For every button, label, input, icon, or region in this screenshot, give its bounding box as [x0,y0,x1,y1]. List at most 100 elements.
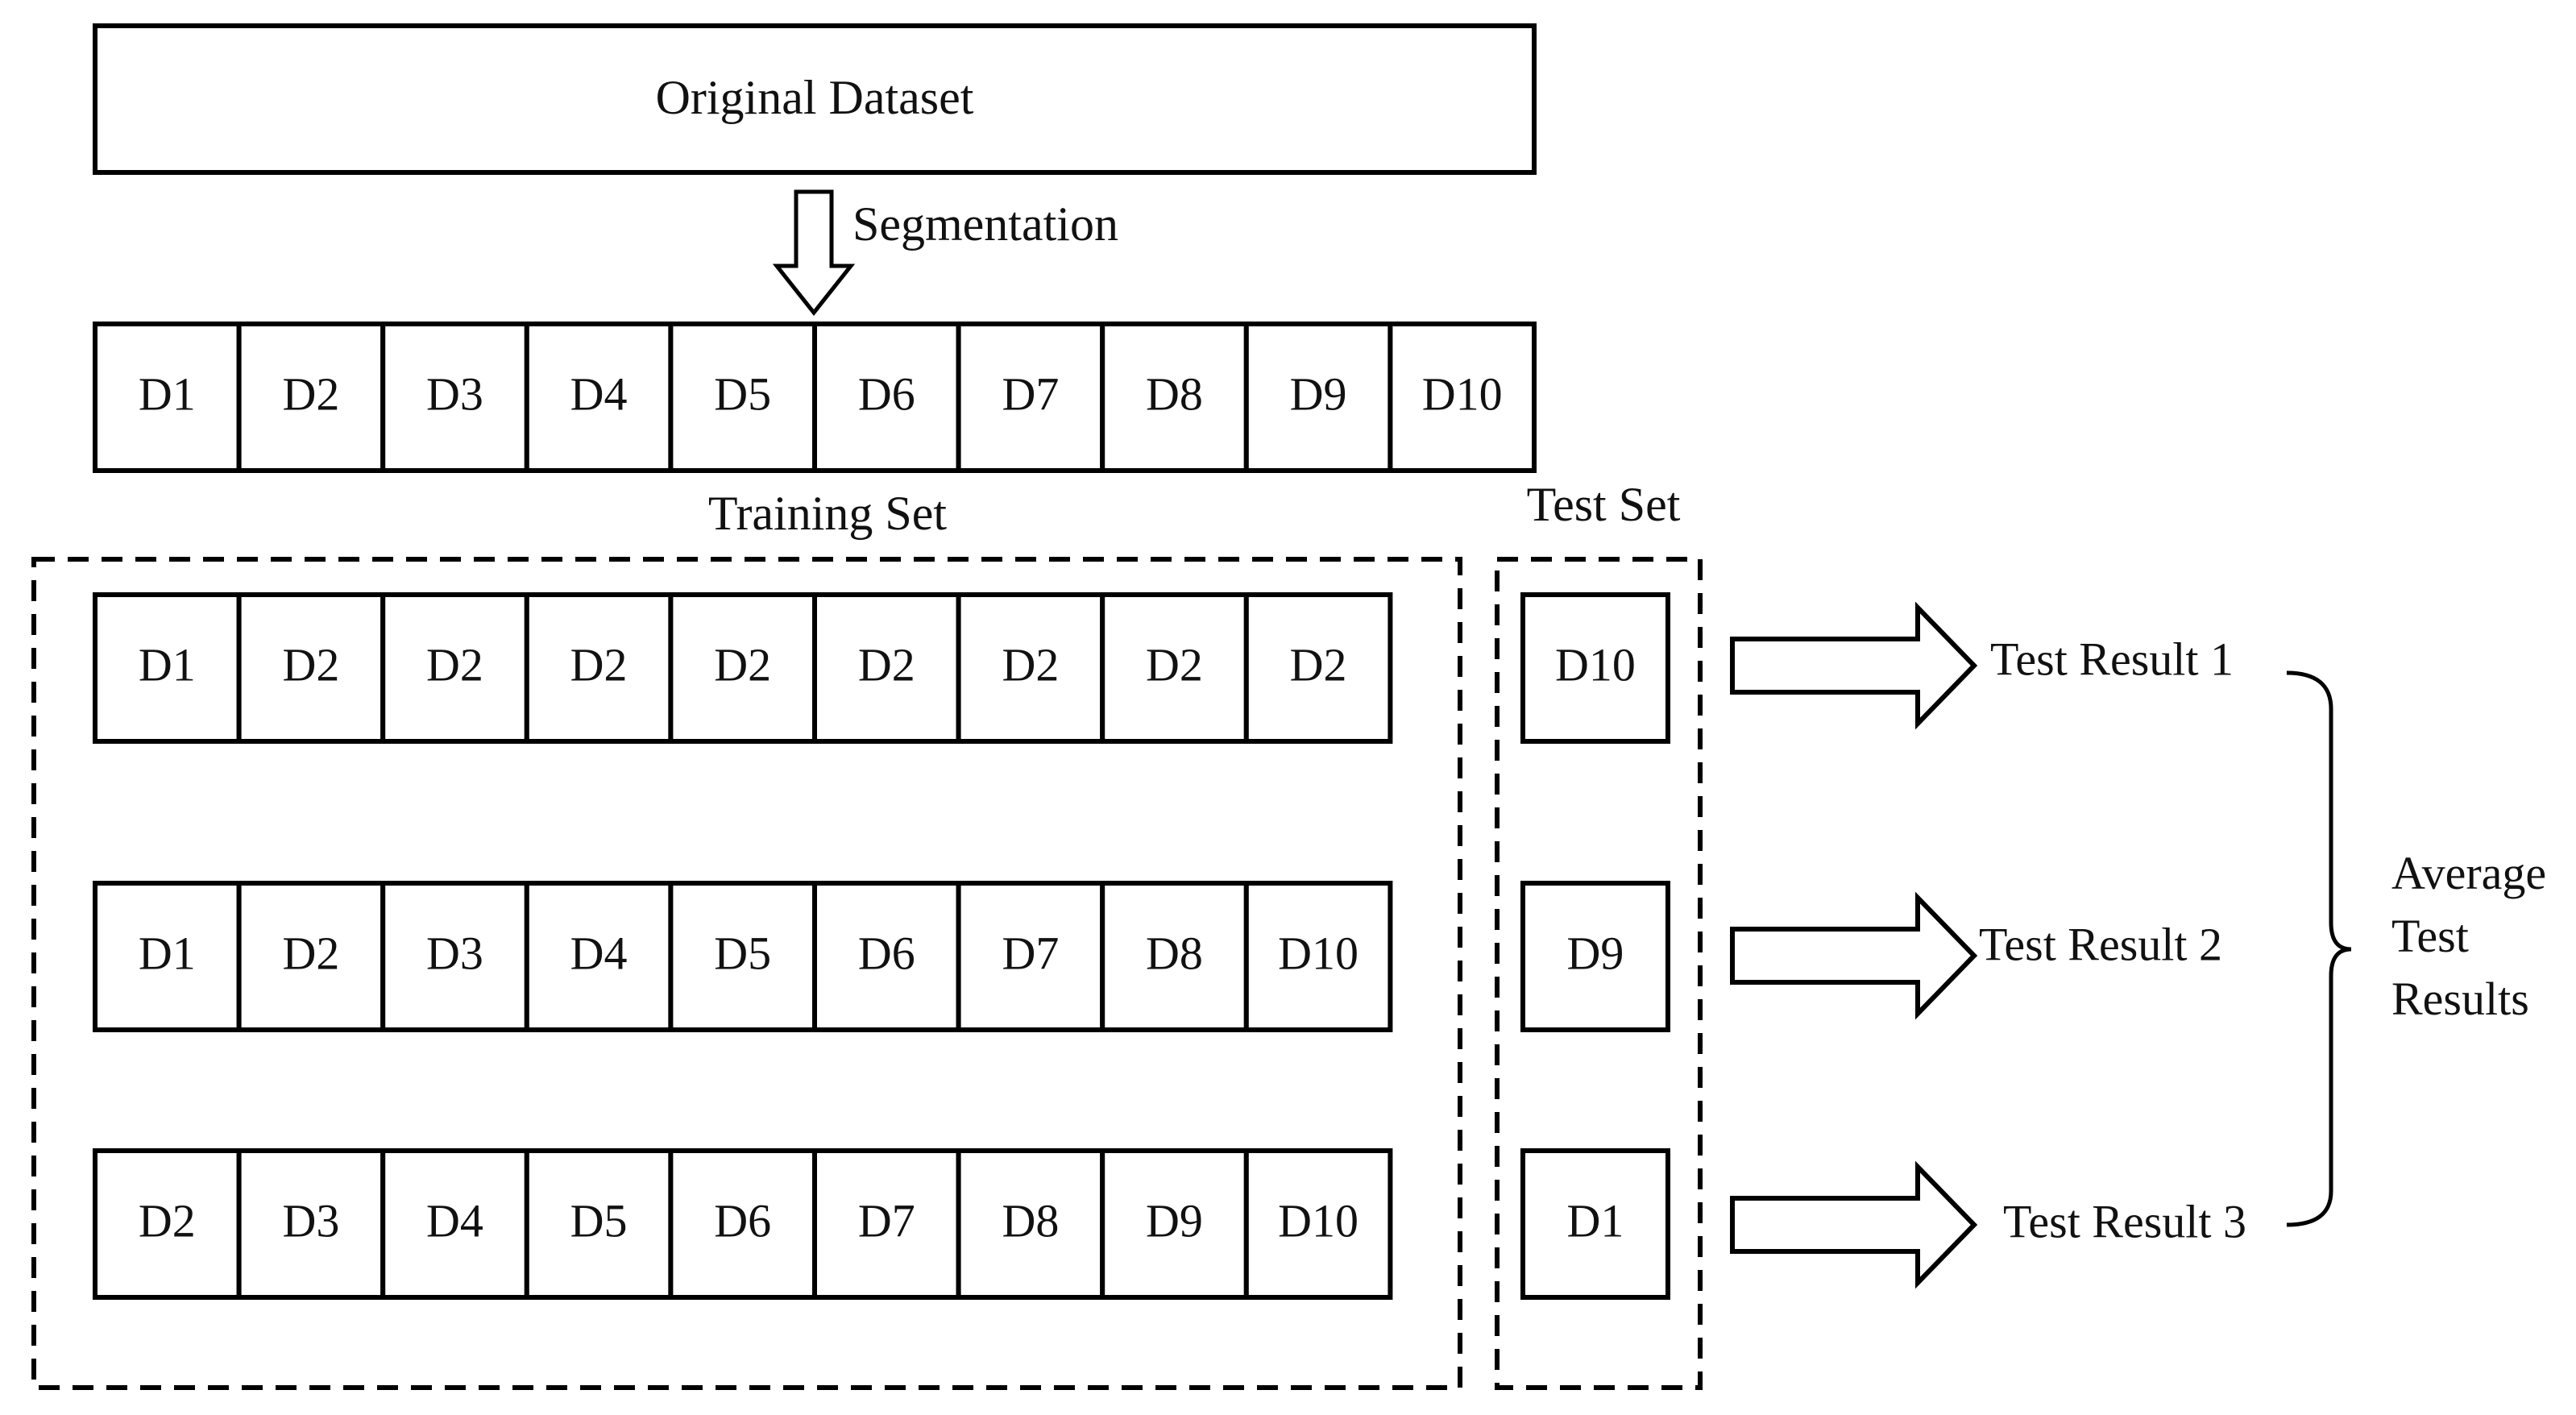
segment-9: D9 [1243,322,1393,473]
training-set-region [31,557,1462,1390]
training-row-3-cell-7-label: D8 [1002,1194,1059,1247]
training-row-1-cell-8: D2 [1100,592,1249,744]
training-row-2-cell-2-label: D2 [282,927,339,979]
training-row-1-cell-2: D2 [236,592,386,744]
training-row-3-cell-7: D8 [956,1148,1105,1300]
test-result-2-label: Test Result 2 [1979,918,2222,970]
segment-7-box [956,322,1105,473]
segment-4-box [524,322,674,473]
training-row-1-cell-6-label: D2 [858,638,915,691]
segment-2-label: D2 [282,367,339,420]
test-set-item-3-label: D1 [1567,1194,1624,1247]
training-row-1-cell-8-box [1100,592,1249,744]
test-result-3-label: Test Result 3 [2003,1195,2246,1247]
training-row-1-cell-9-box [1243,592,1393,744]
training-row-2-cell-3-label: D3 [426,927,483,979]
training-row-1-cell-4-box [524,592,674,744]
training-row-3-cell-6-label: D7 [858,1194,915,1247]
result-arrows [1730,601,1978,1289]
training-row-3-cell-8-box [1100,1148,1249,1300]
training-row-1-cell-3-label: D2 [426,638,483,691]
segment-1-label: D1 [139,367,196,420]
training-row-1-cell-6-box [812,592,961,744]
segment-5: D5 [668,322,818,473]
original-dataset-box: Original Dataset [93,23,1537,175]
training-row-3-cell-1-box [93,1148,242,1300]
training-row-2-cell-9-label: D10 [1278,927,1359,979]
result-arrow-2 [1730,891,1978,1020]
training-row-3-cell-5: D6 [668,1148,818,1300]
segment-1-box [93,322,242,473]
training-row-2-cell-1: D1 [93,881,242,1032]
average-line-1: Average [2391,847,2546,899]
result-labels: Test Result 1 Test Result 2 Test Result 3 [1979,633,2246,1247]
segment-3-label: D3 [426,367,483,420]
test-set-region [1495,557,1703,1390]
training-row-3-cell-5-box [668,1148,818,1300]
result-arrow-3 [1730,1160,1978,1289]
training-row-3-cell-3-label: D4 [426,1194,483,1247]
test-result-1-label: Test Result 1 [1990,633,2234,685]
original-dataset-label: Original Dataset [656,71,974,124]
training-row-1-cell-9: D2 [1243,592,1393,744]
training-set-title: Training Set [708,487,947,540]
segment-5-box [668,322,818,473]
training-row-3-cell-4: D5 [524,1148,674,1300]
training-row-1-cell-2-box [236,592,386,744]
test-set-item-2-box [1520,881,1670,1032]
training-row-3-cell-7-box [956,1148,1105,1300]
segmentation-label: Segmentation [852,197,1118,251]
training-row-1-cell-5: D2 [668,592,818,744]
test-set-item-1-label: D10 [1555,638,1636,691]
training-row-1-cell-1-label: D1 [139,638,196,691]
training-row-1-cell-4-label: D2 [570,638,628,691]
training-row-2-cell-3-box [380,881,529,1032]
segment-1: D1 [93,322,242,473]
training-row-2-cell-8-box [1100,881,1249,1032]
segment-8-box [1100,322,1249,473]
segment-5-label: D5 [714,367,771,420]
training-row-3-cell-4-label: D5 [570,1194,628,1247]
training-row-1-cell-3: D2 [380,592,529,744]
training-row-2-cell-7-label: D7 [1002,927,1059,979]
segment-9-label: D9 [1290,367,1347,420]
segment-7-label: D7 [1002,367,1059,420]
training-row-3-cell-3-box [380,1148,529,1300]
training-row-3-cell-3: D4 [380,1148,529,1300]
training-row-2-cell-6: D6 [812,881,961,1032]
training-row-1-cell-5-label: D2 [714,638,771,691]
training-row-3-cell-6: D7 [812,1148,961,1300]
training-row-1-cell-5-box [668,592,818,744]
training-row-2-cell-7-box [956,881,1105,1032]
training-row-1-cell-8-label: D2 [1146,638,1203,691]
training-row-1-cell-7: D2 [956,592,1105,744]
training-row-3-cell-9: D10 [1243,1148,1393,1300]
test-set-item-3-box [1520,1148,1670,1300]
test-set-item-2: D9 [1520,881,1670,1032]
training-row-2-cell-6-box [812,881,961,1032]
segment-6: D6 [812,322,961,473]
training-row-1-cell-3-box [380,592,529,744]
segment-6-label: D6 [858,367,915,420]
segment-8: D8 [1100,322,1249,473]
segment-7: D7 [956,322,1105,473]
test-set-title: Test Set [1527,478,1681,531]
training-row-3-cell-8-label: D9 [1146,1194,1203,1247]
training-row-2-cell-8-label: D8 [1146,927,1203,979]
test-set-item-1: D10 [1520,592,1670,744]
training-row-2-cell-6-label: D6 [858,927,915,979]
training-row-1-cell-4: D2 [524,592,674,744]
segment-2: D2 [236,322,386,473]
training-row-2-cell-4-box [524,881,674,1032]
training-row-1-cell-7-label: D2 [1002,638,1059,691]
training-row-2-cell-4: D4 [524,881,674,1032]
training-row-3-cell-2-label: D3 [282,1194,339,1247]
results-brace [2286,670,2352,1227]
training-row-3-cell-1-label: D2 [139,1194,196,1247]
segment-10: D10 [1388,322,1537,473]
training-row-2-cell-5-label: D5 [714,927,771,979]
